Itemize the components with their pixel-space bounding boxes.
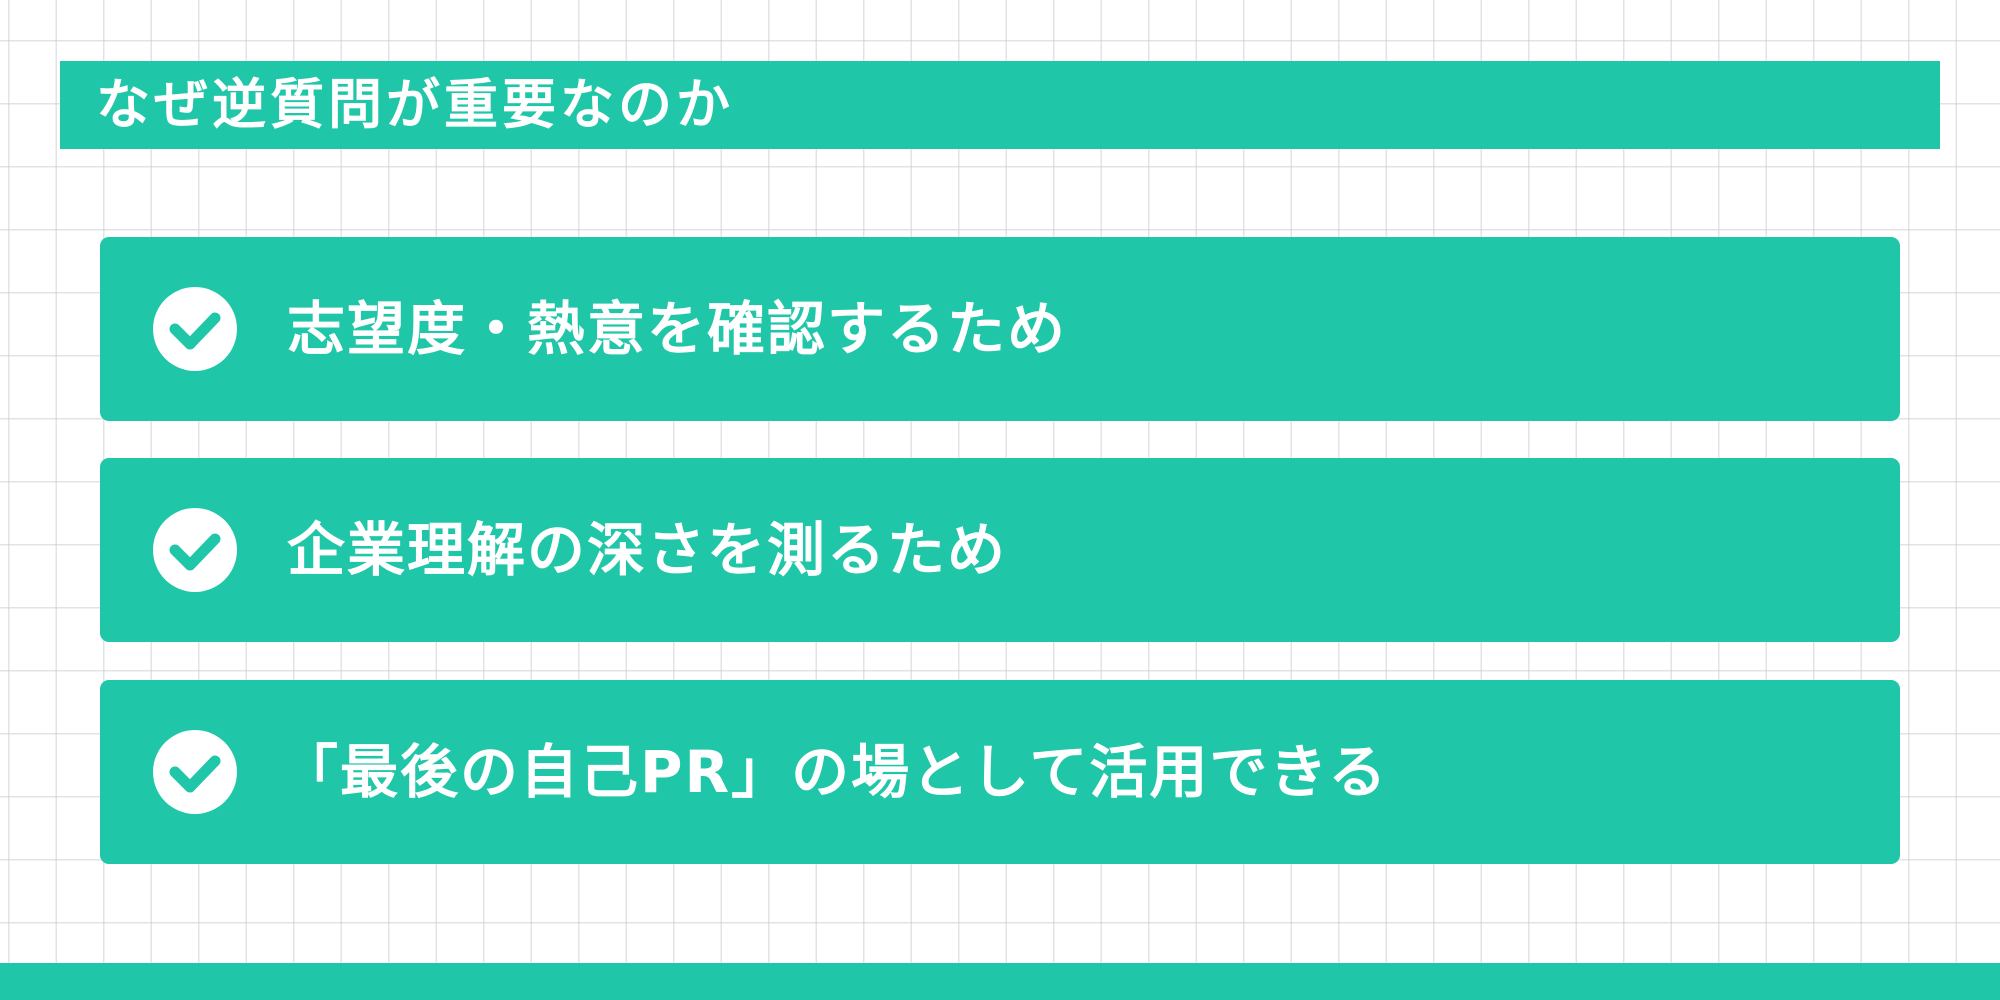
reason-card-3: 「最後の自己PR」の場として活用できる	[100, 680, 1900, 864]
title-banner: なぜ逆質問が重要なのか	[60, 61, 1940, 149]
reason-label: 志望度・熱意を確認するため	[287, 295, 1068, 363]
check-circle-icon	[153, 508, 237, 592]
page-title: なぜ逆質問が重要なのか	[96, 73, 734, 136]
footer-bar	[0, 963, 2000, 1000]
reason-label: 企業理解の深さを測るため	[287, 516, 1008, 584]
reason-card-2: 企業理解の深さを測るため	[100, 458, 1900, 642]
reason-card-1: 志望度・熱意を確認するため	[100, 237, 1900, 421]
check-circle-icon	[153, 730, 237, 814]
reason-label: 「最後の自己PR」の場として活用できる	[280, 738, 1389, 806]
check-circle-icon	[153, 287, 237, 371]
